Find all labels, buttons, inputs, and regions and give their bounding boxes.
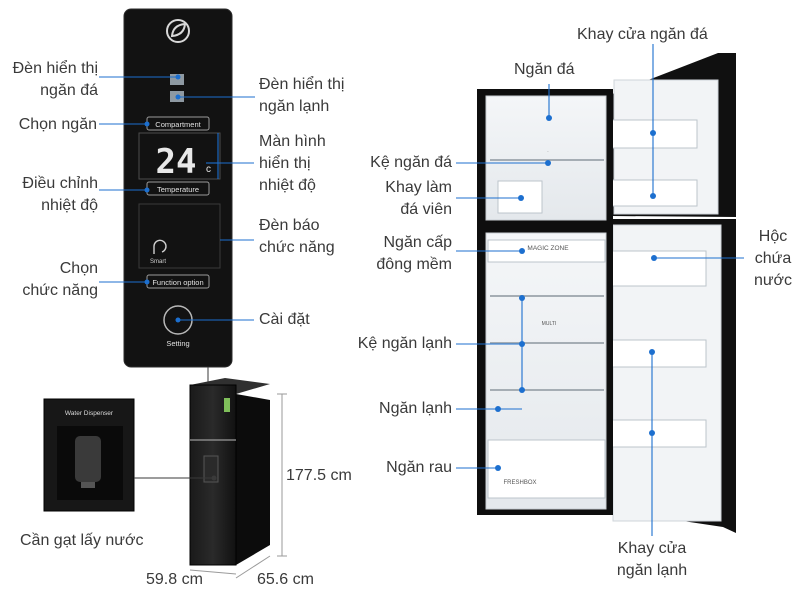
setting-label: Cài đặt — [259, 311, 310, 328]
control-panel: Compartment 24 c Temperature Smart Funct… — [123, 8, 233, 368]
smart-label: Smart — [150, 259, 166, 265]
callout-dots — [144, 74, 657, 471]
vegetable-label: Ngăn rau — [386, 459, 452, 476]
fridge-shelf-label: Kệ ngăn lạnh — [357, 335, 452, 352]
multi-label: MULTI — [542, 321, 557, 327]
open-fridge: · MAGIC ZONE MULTI FRESHBOX — [477, 53, 736, 533]
dispenser-lever-label: Cần gạt lấy nước — [20, 532, 144, 549]
water-dispenser: Water Dispenser — [43, 398, 135, 512]
function-indicator-label: Đèn báo chức năng — [259, 217, 335, 256]
temperature-button-label: Temperature — [157, 185, 199, 194]
magic-zone-label: MAGIC ZONE — [527, 245, 569, 252]
smart-icon — [153, 239, 167, 254]
select-function-label: Chọn chức năng — [22, 260, 98, 299]
function-indicator-area — [138, 203, 221, 269]
function-option-label: Function option — [152, 278, 203, 287]
temperature-unit: c — [206, 164, 211, 175]
svg-text:·: · — [547, 149, 549, 155]
leaf-logo-icon — [166, 19, 190, 43]
width-dimension: 59.8 cm — [146, 571, 203, 588]
fridge-exterior — [189, 378, 270, 566]
depth-dimension: 65.6 cm — [257, 571, 314, 588]
compartment-button-label: Compartment — [155, 120, 201, 129]
temperature-adjust-label: Điều chỉnh nhiệt độ — [22, 175, 98, 214]
fridge-label: Ngăn lạnh — [379, 400, 452, 417]
select-compartment-label: Chọn ngăn — [18, 116, 97, 133]
temperature-display-label: Màn hình hiển thị nhiệt độ — [259, 133, 326, 194]
height-dimension: 177.5 cm — [286, 467, 352, 484]
dimension-markers — [189, 393, 287, 579]
setting-button-label: Setting — [166, 339, 189, 348]
freezer-indicator-label: Đèn hiển thị ngăn đá — [12, 60, 98, 99]
dispenser-title: Water Dispenser — [65, 410, 114, 417]
freezer-label: Ngăn đá — [514, 61, 575, 78]
fridge-indicator-label: Đèn hiển thị ngăn lạnh — [259, 76, 345, 115]
water-tank-label: Hộc chứa nước — [753, 228, 793, 289]
fridge-door-tray-label: Khay cửa ngăn lạnh — [616, 540, 688, 579]
mini-dispenser — [203, 455, 219, 483]
freezer-shelf-label: Kệ ngăn đá — [370, 154, 452, 171]
dispenser-lever — [75, 436, 101, 482]
temperature-value: 24 — [156, 142, 197, 182]
temperature-display — [138, 132, 221, 180]
mini-control-panel — [224, 398, 230, 412]
freezer-door-tray-label: Khay cửa ngăn đá — [577, 26, 708, 43]
ice-tray-label: Khay làm đá viên — [385, 179, 452, 218]
freezer-indicator-light — [170, 74, 184, 85]
freshbox-label: FRESHBOX — [503, 480, 536, 486]
soft-freeze-label: Ngăn cấp đông mềm — [376, 234, 452, 273]
vegetable-drawer — [487, 439, 606, 499]
